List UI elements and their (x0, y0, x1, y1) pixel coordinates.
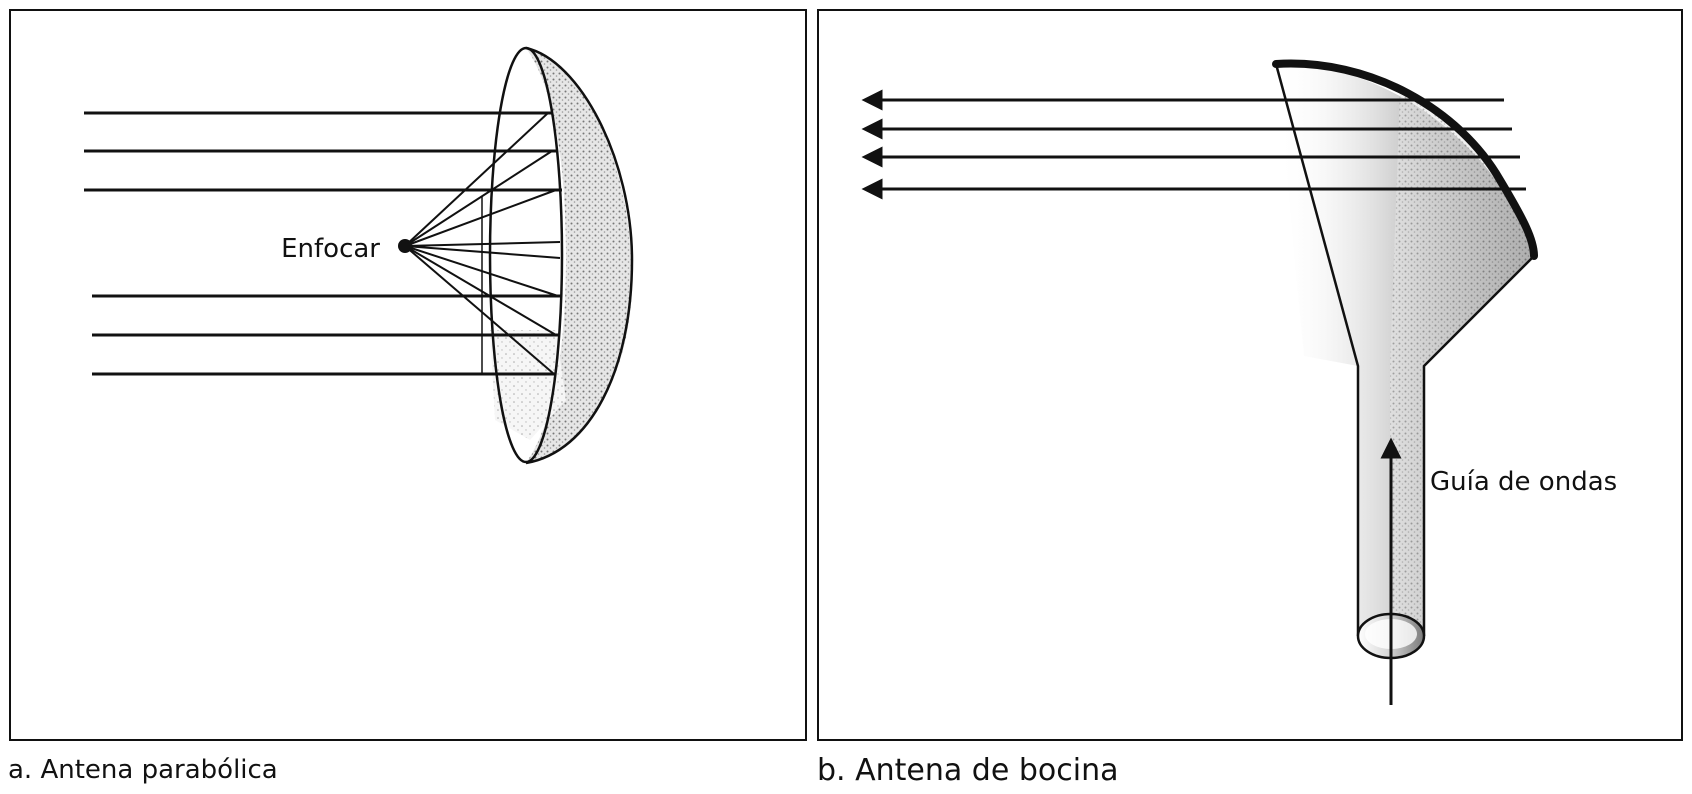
horn-reflector-arc (1272, 59, 1538, 260)
dish-inner-shading (490, 330, 566, 440)
panel-a-frame (9, 9, 807, 741)
horn-stipple (1390, 90, 1534, 636)
reflected-rays (404, 112, 561, 375)
dish-rim (488, 46, 564, 464)
dish-back-curve (525, 46, 634, 465)
incoming-rays (84, 111, 562, 376)
panel-horn-antenna: Guía de ondas (817, 9, 1683, 741)
outgoing-rays (861, 89, 1526, 200)
caption-horn-antenna: b. Antena de bocina (817, 753, 1119, 788)
caption-parabolic-antenna: a. Antena parabólica (8, 755, 278, 785)
panel-parabolic-antenna: Enfocar (9, 9, 807, 741)
focus-label: Enfocar (281, 234, 380, 264)
waveguide-label: Guía de ondas (1430, 467, 1617, 497)
panel-b-frame (817, 9, 1683, 741)
horn-outline (1274, 63, 1535, 636)
dish-shading (526, 48, 632, 463)
focus-point (398, 239, 412, 253)
